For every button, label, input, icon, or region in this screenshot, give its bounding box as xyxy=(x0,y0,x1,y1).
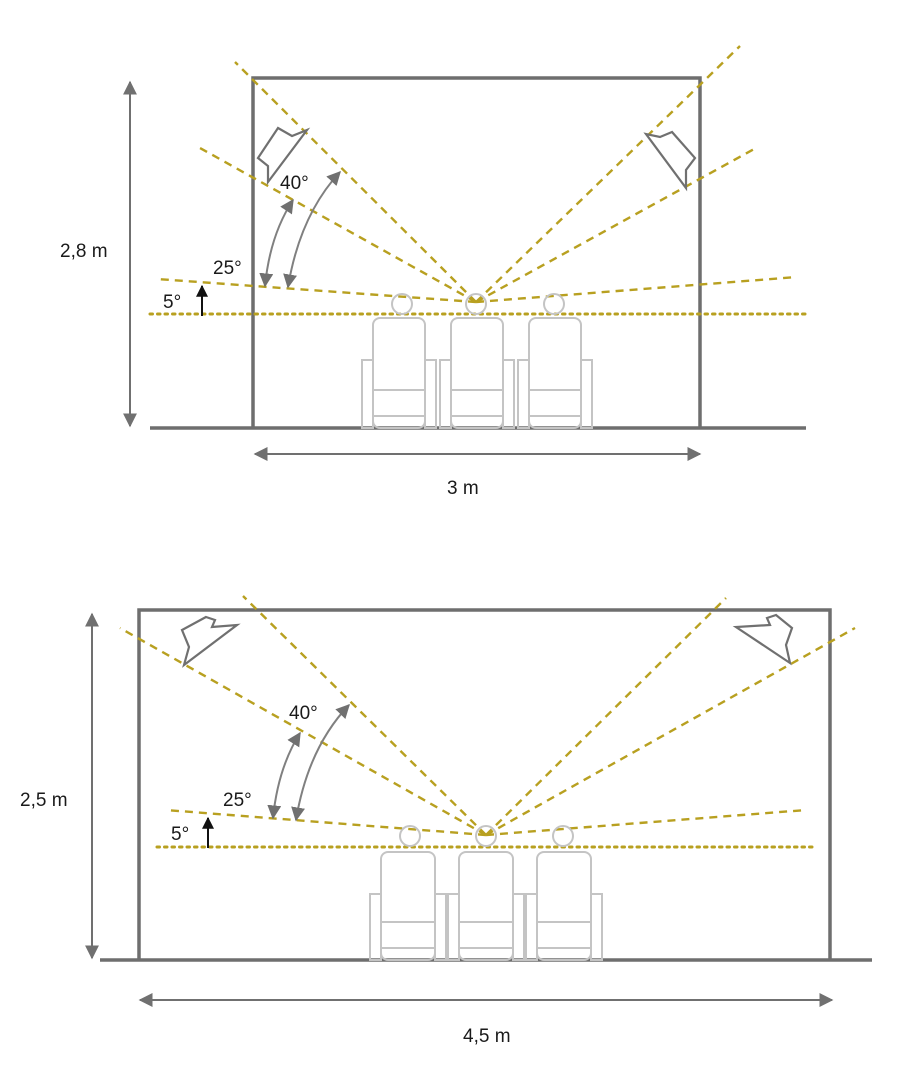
listening-angle-lines xyxy=(119,595,856,837)
seat xyxy=(361,317,437,429)
speaker-right-icon xyxy=(732,613,794,666)
angle-label-40: 40° xyxy=(289,703,318,724)
angle-label-25: 25° xyxy=(223,790,252,811)
angle-arc-40 xyxy=(283,170,341,289)
angle-arc-25 xyxy=(267,731,301,820)
width-label: 4,5 m xyxy=(463,1026,511,1047)
room-diagram-large: 2,5 m 4,5 m 40° 25° 5° xyxy=(20,595,872,1047)
seats-row xyxy=(361,293,593,429)
seat xyxy=(517,317,593,429)
seat xyxy=(525,851,603,961)
seat xyxy=(447,851,525,961)
seat xyxy=(439,317,515,429)
height-label: 2,8 m xyxy=(60,241,108,262)
width-label: 3 m xyxy=(447,478,479,499)
room-walls xyxy=(137,608,832,960)
angle-label-5: 5° xyxy=(163,292,181,313)
height-label: 2,5 m xyxy=(20,790,68,811)
room-walls xyxy=(251,76,702,428)
angle-label-25: 25° xyxy=(213,258,242,279)
speaker-left-icon xyxy=(180,615,241,668)
seats-row xyxy=(369,825,603,961)
angle-label-40: 40° xyxy=(280,173,309,194)
room-diagram-small: 2,8 m 3 m 40° 25° 5° xyxy=(60,45,808,499)
angle-label-5: 5° xyxy=(171,824,189,845)
seat xyxy=(369,851,447,961)
speaker-left-icon xyxy=(256,126,311,186)
speaker-right-icon xyxy=(643,130,697,192)
angle-arc-25 xyxy=(259,198,294,288)
angle-arc-40 xyxy=(291,703,350,822)
